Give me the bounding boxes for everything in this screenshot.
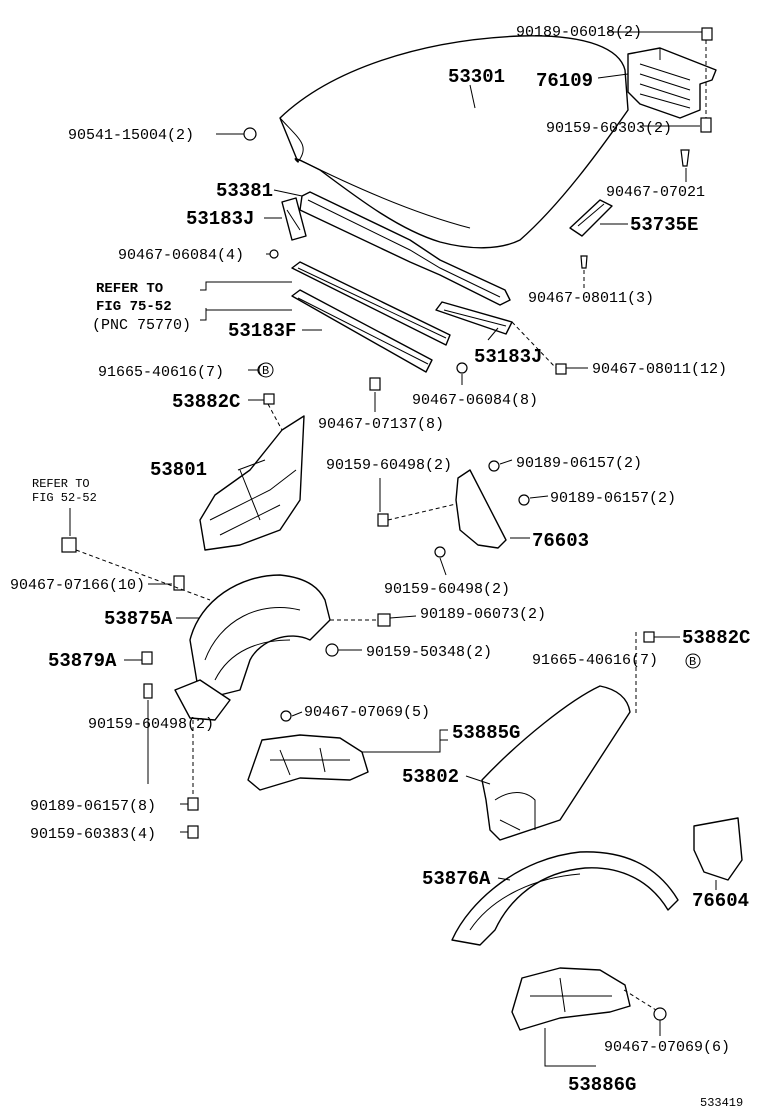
- label-53882C-left: 53882C: [172, 391, 240, 413]
- label-90189-06157-a: 90189-06157(2): [516, 455, 642, 472]
- seal-53885G: [247, 734, 369, 791]
- label-90159-60498-top: 90159-60498(2): [326, 457, 452, 474]
- label-53183J-right: 53183J: [474, 346, 542, 368]
- label-90159-60498-left: 90159-60498(2): [88, 716, 214, 733]
- bracket-53183J-top: [281, 197, 307, 241]
- hardware: [61, 27, 713, 1021]
- bracket-53183J-right: [435, 301, 513, 335]
- svg-text:B: B: [689, 655, 696, 669]
- hood-protector-53381: [299, 191, 511, 306]
- label-90541-15004: 90541-15004(2): [68, 127, 194, 144]
- label-90467-06084-4: 90467-06084(4): [118, 247, 244, 264]
- label-90189-06018: 90189-06018(2): [516, 24, 642, 41]
- labels: 90189-06018(2) 53301 76109 90541-15004(2…: [10, 24, 750, 1110]
- label-53301: 53301: [448, 66, 505, 88]
- mud-guard-76604: [693, 817, 743, 881]
- label-refer-fig-2: FIG 52-52: [32, 491, 97, 505]
- label-53183J-top: 53183J: [186, 208, 254, 230]
- label-53735E: 53735E: [630, 214, 698, 236]
- label-refer-to-2: REFER TO: [32, 477, 90, 491]
- seal-53183F: [291, 261, 451, 373]
- label-refer-fig-1: FIG 75-52: [96, 299, 172, 315]
- fender-liner-53875A: [189, 574, 331, 701]
- label-90467-06084-8: 90467-06084(8): [412, 392, 538, 409]
- label-90467-08011-3: 90467-08011(3): [528, 290, 654, 307]
- bracket-53735E: [569, 199, 613, 237]
- label-90189-06157-b: 90189-06157(2): [550, 490, 676, 507]
- label-53802: 53802: [402, 766, 459, 788]
- mud-guard-76603: [455, 469, 507, 549]
- label-refer-to-1: REFER TO: [96, 281, 163, 297]
- label-53801: 53801: [150, 459, 207, 481]
- label-53886G: 53886G: [568, 1074, 636, 1096]
- label-91665-40616-top: 91665-40616(7): [98, 364, 224, 381]
- leader-lines: [69, 31, 717, 1067]
- label-53876A: 53876A: [422, 868, 491, 890]
- seal-53886G: [511, 967, 631, 1031]
- label-90159-60383: 90159-60383(4): [30, 826, 156, 843]
- fender-53802: [481, 685, 631, 841]
- label-53885G: 53885G: [452, 722, 520, 744]
- label-90467-07069-6: 90467-07069(6): [604, 1039, 730, 1056]
- label-76109: 76109: [536, 70, 593, 92]
- catalog-id: 533419: [700, 1096, 743, 1110]
- label-90467-07021: 90467-07021: [606, 184, 705, 201]
- label-refer-pnc: (PNC 75770): [92, 317, 191, 334]
- label-91665-40616-right: 91665-40616(7): [532, 652, 658, 669]
- callout-b-right: B: [685, 653, 701, 669]
- callout-b-top: B: [258, 362, 274, 378]
- label-90467-07166: 90467-07166(10): [10, 577, 145, 594]
- apron-53801: [199, 415, 305, 551]
- label-90159-60303: 90159-60303(2): [546, 120, 672, 137]
- label-90467-08011-12: 90467-08011(12): [592, 361, 727, 378]
- label-53879A: 53879A: [48, 650, 117, 672]
- label-90189-06157-8: 90189-06157(8): [30, 798, 156, 815]
- fender-liner-53876A: [451, 851, 679, 946]
- label-76603: 76603: [532, 530, 589, 552]
- label-53183F: 53183F: [228, 320, 296, 342]
- svg-text:B: B: [262, 364, 269, 378]
- label-90159-60498-mid: 90159-60498(2): [384, 581, 510, 598]
- label-90467-07137: 90467-07137(8): [318, 416, 444, 433]
- label-53381: 53381: [216, 180, 273, 202]
- label-76604: 76604: [692, 890, 749, 912]
- label-90467-07069-5: 90467-07069(5): [304, 704, 430, 721]
- shield-53879A: [174, 679, 231, 721]
- label-53882C-right: 53882C: [682, 627, 750, 649]
- label-90189-06073: 90189-06073(2): [420, 606, 546, 623]
- air-scoop-76109: [627, 47, 717, 119]
- label-90159-50348: 90159-50348(2): [366, 644, 492, 661]
- hood-53301: [279, 35, 629, 249]
- label-53875A: 53875A: [104, 608, 173, 630]
